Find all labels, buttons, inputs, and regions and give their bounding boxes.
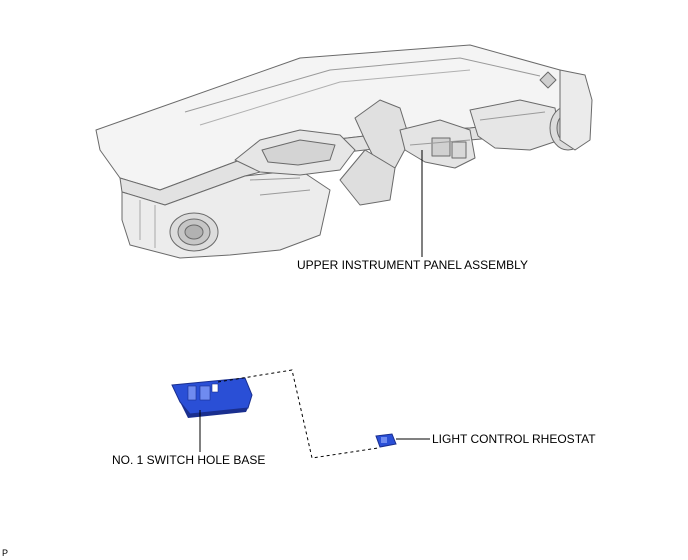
label-upper-instrument-panel-assembly: UPPER INSTRUMENT PANEL ASSEMBLY — [297, 258, 528, 272]
label-light-control-rheostat: LIGHT CONTROL RHEOSTAT — [432, 432, 596, 446]
dashed-assembly-path — [217, 369, 379, 459]
upper-instrument-panel-drawing — [95, 44, 593, 259]
page-marker: P — [2, 548, 9, 558]
light-control-rheostat-part — [375, 433, 397, 448]
label-no1-switch-hole-base: NO. 1 SWITCH HOLE BASE — [112, 453, 266, 467]
switch-hole-base-part — [171, 377, 253, 418]
